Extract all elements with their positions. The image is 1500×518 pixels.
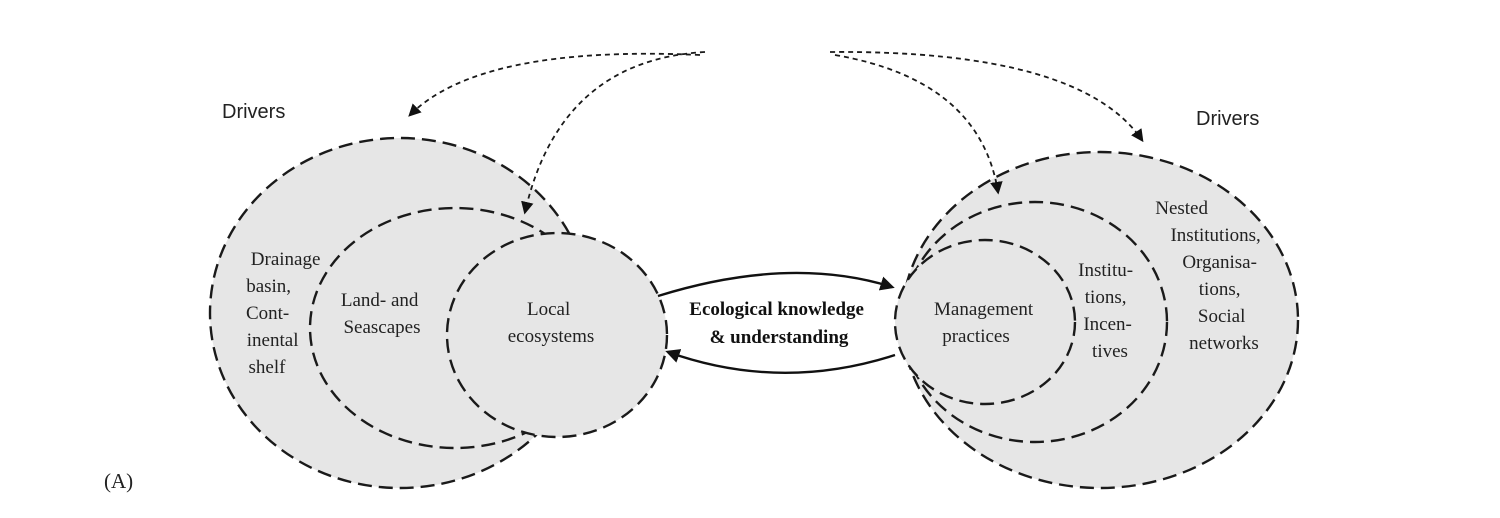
right-drivers-label: Drivers: [1196, 108, 1259, 130]
driver-arrow-inner-right: [834, 54, 1003, 195]
center-label: Ecological knowledge & understanding: [689, 299, 868, 348]
panel-label: (A): [104, 469, 133, 493]
driver-arrow-outer-left: [408, 52, 701, 117]
left-drivers-label: Drivers: [222, 101, 285, 123]
right-inner-ellipse: [893, 238, 1077, 406]
left-outer-label: Drainage basin, Cont- inental shelf: [246, 249, 325, 378]
lower-feedback-arrow: [665, 349, 896, 374]
driver-arrow-outer-right: [829, 51, 1144, 143]
left-middle-label: Land- and Seascapes: [341, 290, 423, 338]
driver-arrow-inner-left: [521, 51, 706, 215]
right-inner-label: Management practices: [934, 299, 1038, 347]
left-inner-ellipse: [445, 231, 669, 439]
left-inner-label: Local ecosystems: [508, 299, 595, 347]
right-outer-label: Nested Institutions, Organisa- tions, So…: [1155, 198, 1265, 354]
right-middle-label: Institu- tions, Incen- tives: [1078, 260, 1138, 362]
upper-feedback-arrow: [657, 271, 895, 298]
